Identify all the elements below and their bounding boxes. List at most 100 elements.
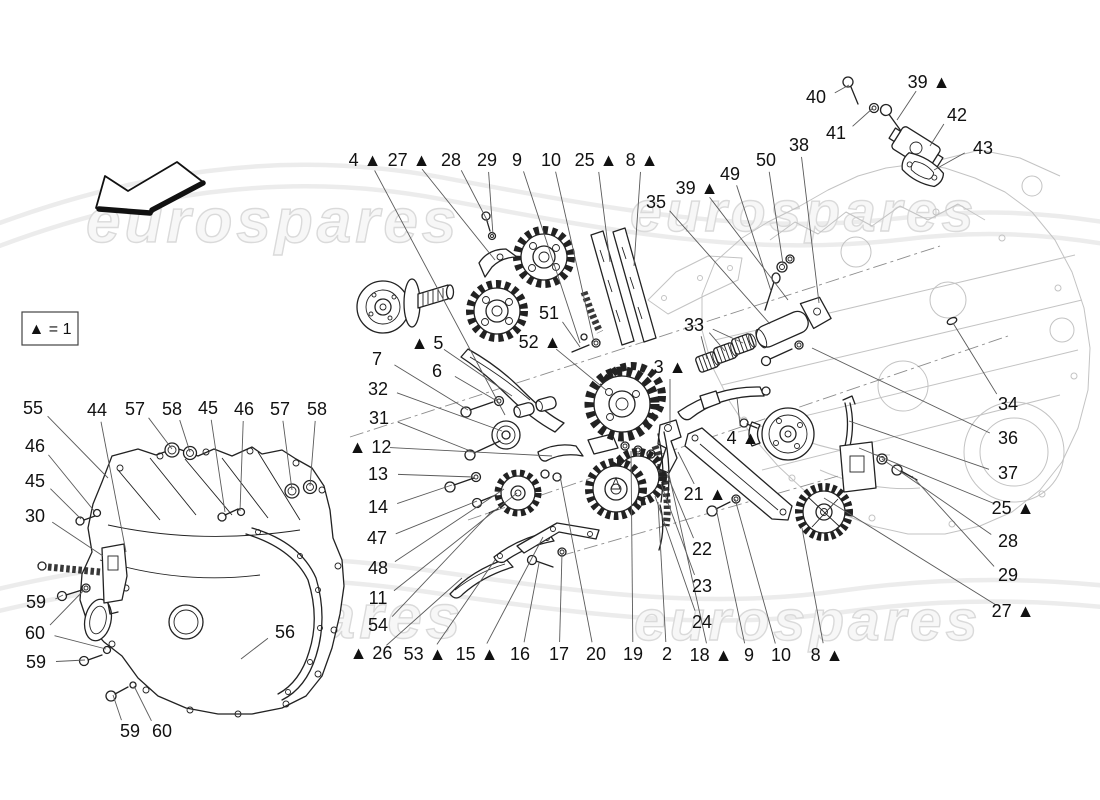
- callout-label: 7: [372, 349, 382, 369]
- callout-label: ▲ 5: [411, 333, 444, 353]
- leader-line: [240, 637, 269, 660]
- callout-label: 2: [662, 644, 672, 664]
- leader-line: [823, 497, 997, 606]
- leader-line: [848, 420, 990, 470]
- callout-label: 44: [87, 400, 107, 420]
- callout-label: 59: [26, 652, 46, 672]
- leader-line: [51, 521, 104, 557]
- callout-label: 8 ▲: [811, 645, 844, 665]
- leader-line: [555, 348, 607, 391]
- callout-label: 15 ▲: [456, 644, 499, 664]
- leader-line: [239, 420, 244, 512]
- leader-line: [47, 415, 109, 479]
- callout-label: 58: [162, 399, 182, 419]
- bolt-14: [444, 477, 475, 493]
- leader-line: [396, 392, 503, 432]
- chain-guide-26: [449, 558, 514, 599]
- camshaft-variator: [356, 278, 455, 334]
- leader-line: [933, 152, 965, 171]
- callout-label: 35: [646, 192, 666, 212]
- leader-line: [665, 471, 694, 539]
- callout-label: 23: [692, 576, 712, 596]
- callout-label: 46: [25, 436, 45, 456]
- tensioner-foot-3: [657, 419, 682, 474]
- callout-label: 48: [368, 558, 388, 578]
- bolt-40-washer-41: [842, 76, 880, 114]
- callout-label: 9: [744, 645, 754, 665]
- damper-bracket-15: [516, 522, 600, 554]
- chain-segment-left: [37, 561, 101, 576]
- spacer-bushings-5: [513, 396, 557, 418]
- leader-line: [386, 577, 463, 646]
- leader-line: [50, 488, 82, 520]
- callout-label: 37: [998, 463, 1018, 483]
- bolt-16-washer-17: [526, 547, 567, 568]
- callout-label: 33: [684, 315, 704, 335]
- callout-label: 36: [998, 428, 1018, 448]
- leader-line: [896, 90, 917, 121]
- leader-line: [801, 156, 820, 304]
- leader-line: [397, 473, 474, 478]
- callout-label: 25 ▲: [992, 498, 1035, 518]
- callout-label: 57: [125, 399, 145, 419]
- leader-line: [179, 419, 191, 453]
- leader-line: [523, 562, 540, 643]
- leader-line: [712, 328, 744, 344]
- legend-box: ▲ = 1: [21, 311, 79, 346]
- callout-label: 52 ▲: [519, 332, 562, 352]
- callout-label: 17: [549, 644, 569, 664]
- leader-line: [112, 694, 122, 721]
- callout-label: 10: [771, 645, 791, 665]
- callout-label: 50: [756, 150, 776, 170]
- leader-line: [708, 332, 726, 352]
- callout-label: 28: [441, 150, 461, 170]
- callout-label: 30: [25, 506, 45, 526]
- callout-label: 38: [789, 135, 809, 155]
- leader-line: [443, 348, 513, 397]
- leader-line: [834, 84, 850, 94]
- cover-bolts-45-46: [75, 507, 246, 526]
- callout-label: 11: [369, 588, 388, 608]
- callout-label: 51: [539, 303, 559, 323]
- callout-label: 6: [432, 361, 442, 381]
- leader-line: [858, 447, 995, 505]
- callout-label: 31: [369, 408, 389, 428]
- callout-label: 10: [541, 150, 561, 170]
- leader-line: [374, 170, 506, 416]
- callout-label: 13: [368, 464, 388, 484]
- leader-line: [715, 507, 746, 644]
- leader-line: [395, 500, 478, 535]
- callout-label: 45: [25, 471, 45, 491]
- callout-label: 29: [477, 150, 497, 170]
- idler-sprocket-48: [494, 469, 542, 517]
- leader-line: [677, 451, 695, 485]
- leader-line: [309, 420, 316, 487]
- callout-label: 27 ▲: [992, 601, 1035, 621]
- cover-gasket-56: [245, 527, 323, 701]
- leader-line: [282, 420, 293, 491]
- leader-line: [881, 458, 992, 535]
- leader-line: [852, 107, 874, 127]
- callout-label: 21 ▲: [684, 484, 727, 504]
- leader-line: [394, 488, 505, 563]
- leader-line: [598, 171, 611, 263]
- leader-line: [397, 484, 453, 505]
- callout-label: 34: [998, 394, 1018, 414]
- callout-label: 58: [307, 399, 327, 419]
- idler-pulley-32: [491, 420, 521, 450]
- engine-bolt-bosses: [712, 208, 1078, 528]
- bracket-30: [101, 543, 128, 615]
- leader-line: [811, 347, 991, 434]
- leader-line: [669, 210, 771, 325]
- callout-label: ▲ 26: [350, 643, 393, 663]
- leader-line: [555, 171, 595, 343]
- callout-label: 57: [270, 399, 290, 419]
- callout-label: 29: [998, 565, 1018, 585]
- callout-label: 27 ▲: [388, 150, 431, 170]
- leader-line: [657, 501, 667, 643]
- callout-label: 39 ▲: [676, 178, 719, 198]
- callout-label: 32: [368, 379, 388, 399]
- watermark-text: eurospares: [634, 589, 981, 653]
- leader-line: [660, 483, 695, 576]
- leader-line: [133, 685, 152, 722]
